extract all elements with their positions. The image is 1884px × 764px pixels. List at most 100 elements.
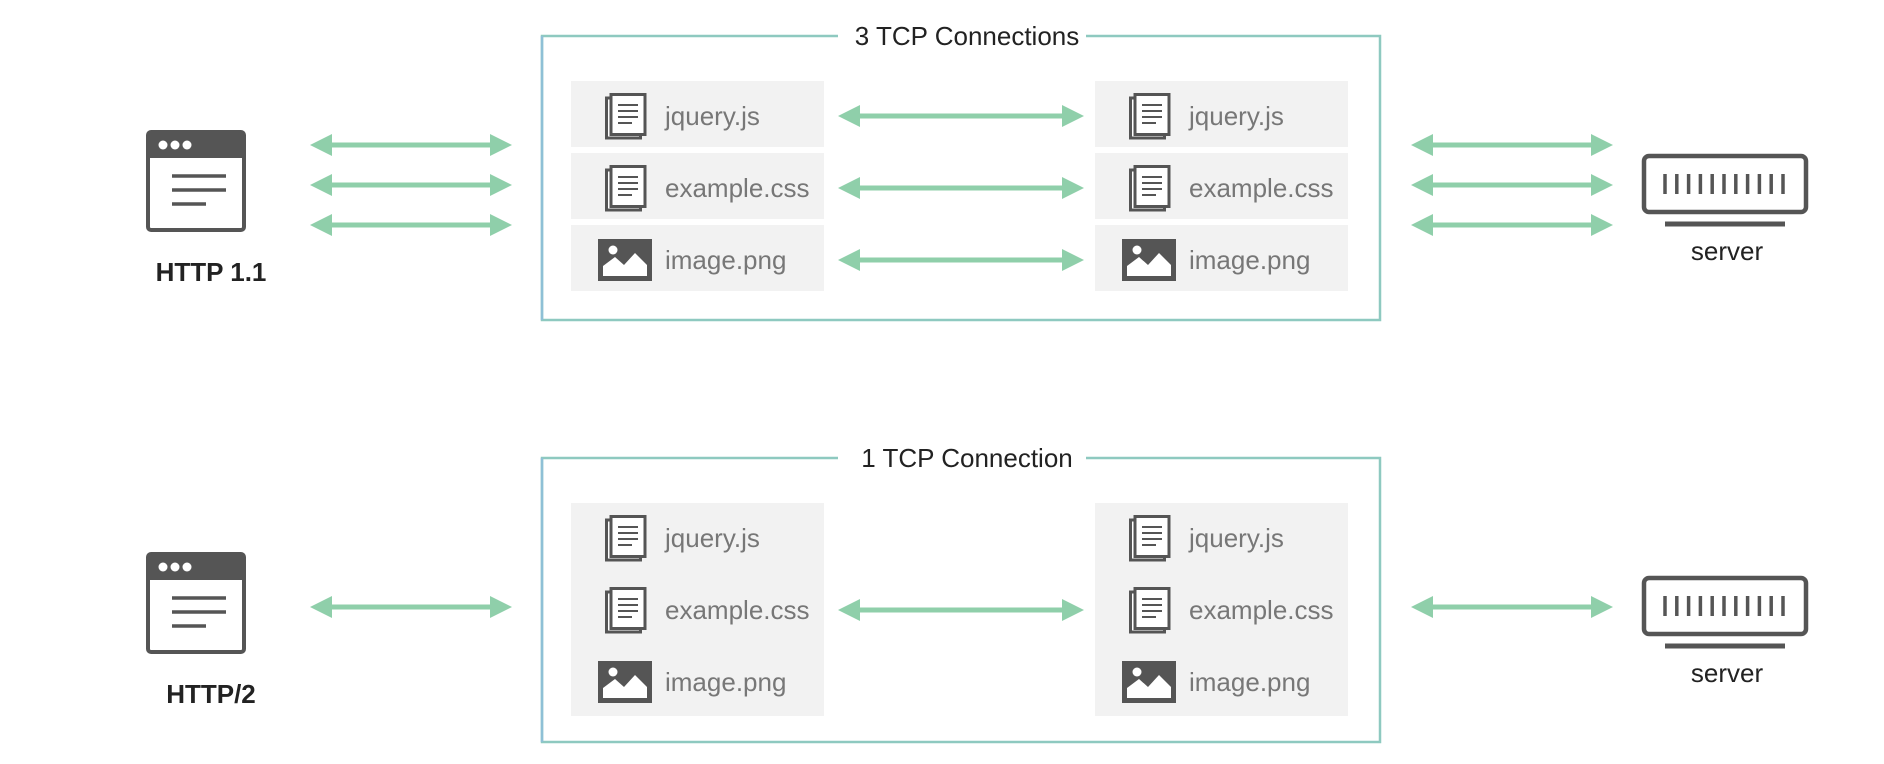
doc-front-page [609,515,647,558]
browser-dot [158,562,168,572]
image-mountains [1127,253,1171,276]
arrow-head-left [838,105,860,127]
file-name: jquery.js [1188,523,1284,553]
server-files: jquery.js example.css image.png [1095,503,1348,716]
client-connection-arrow [310,174,512,196]
document-icon [1129,587,1171,634]
image-sun [608,245,618,255]
doc-front-page [1133,93,1171,136]
tcp-stream-arrow [838,599,1084,621]
arrow-head-left [310,214,332,236]
connection-title-gap [838,442,1086,474]
document-icon [605,165,647,212]
arrow-head-left [310,596,332,618]
file-name: image.png [665,245,786,275]
arrow-head-right [1062,177,1084,199]
file-name: example.css [1189,173,1334,203]
arrow-head-left [310,174,332,196]
arrow-head-right [1591,134,1613,156]
arrow-head-right [1062,105,1084,127]
doc-front-page [1133,515,1171,558]
arrow-head-left [1411,174,1433,196]
file-name: jquery.js [1188,101,1284,131]
doc-front-page [609,165,647,208]
client-label: HTTP/2 [166,679,256,709]
server-label: server [1691,658,1764,688]
arrow-head-left [1411,596,1433,618]
image-icon [1122,239,1176,281]
arrow-head-right [490,134,512,156]
client-files: jquery.js example.css image.png [571,81,824,291]
arrow-head-left [838,249,860,271]
file-name: image.png [665,667,786,697]
browser-dot [158,140,168,150]
browser-dot [182,562,192,572]
image-sun [1132,667,1142,677]
document-icon [605,93,647,140]
browser-dot [170,140,180,150]
client-connection-arrow [310,214,512,236]
server-label: server [1691,236,1764,266]
server-icon [1641,153,1809,227]
browser-window-icon [146,552,246,654]
image-mountains [603,253,647,276]
image-icon [598,661,652,703]
file-name: example.css [665,173,810,203]
arrow-head-right [1591,214,1613,236]
arrow-head-right [1062,599,1084,621]
browser-dot [182,140,192,150]
browser-dot [170,562,180,572]
server-connection-arrow [1411,596,1613,618]
tcp-stream-arrow [838,105,1084,127]
arrow-head-left [310,134,332,156]
file-name: image.png [1189,245,1310,275]
image-icon [598,239,652,281]
arrow-head-right [1591,174,1613,196]
doc-front-page [609,93,647,136]
server-connection-arrow [1411,214,1613,236]
arrow-head-right [1062,249,1084,271]
arrow-head-left [838,177,860,199]
arrow-head-right [1591,596,1613,618]
browser-window-icon [146,130,246,232]
protocol-row-http2: HTTP/2 server 1 TCP Connection jquery.js exa… [146,442,1809,744]
tcp-stream-arrow [838,249,1084,271]
tcp-stream-arrow [838,177,1084,199]
image-mountains [603,675,647,698]
doc-front-page [1133,165,1171,208]
doc-front-page [1133,587,1171,630]
document-icon [1129,165,1171,212]
arrow-head-left [838,599,860,621]
file-name: image.png [1189,667,1310,697]
doc-front-page [609,587,647,630]
server-connection-arrow [1411,134,1613,156]
arrow-head-right [490,174,512,196]
arrow-head-left [1411,214,1433,236]
file-name: jquery.js [664,101,760,131]
arrow-head-left [1411,134,1433,156]
file-name: example.css [1189,595,1334,625]
document-icon [1129,515,1171,562]
client-connection-arrow [310,596,512,618]
image-sun [608,667,618,677]
server-connection-arrow [1411,174,1613,196]
connection-title-gap [838,20,1086,52]
image-icon [1122,661,1176,703]
client-files: jquery.js example.css image.png [571,503,824,716]
file-name: example.css [665,595,810,625]
client-connection-arrow [310,134,512,156]
document-icon [1129,93,1171,140]
document-icon [605,515,647,562]
image-mountains [1127,675,1171,698]
connection-title: 1 TCP Connection [861,443,1073,473]
arrow-head-right [490,214,512,236]
file-name: jquery.js [664,523,760,553]
server-icon [1641,575,1809,649]
arrow-head-right [490,596,512,618]
server-files: jquery.js example.css image.png [1095,81,1348,291]
image-sun [1132,245,1142,255]
document-icon [605,587,647,634]
client-label: HTTP 1.1 [156,257,267,287]
